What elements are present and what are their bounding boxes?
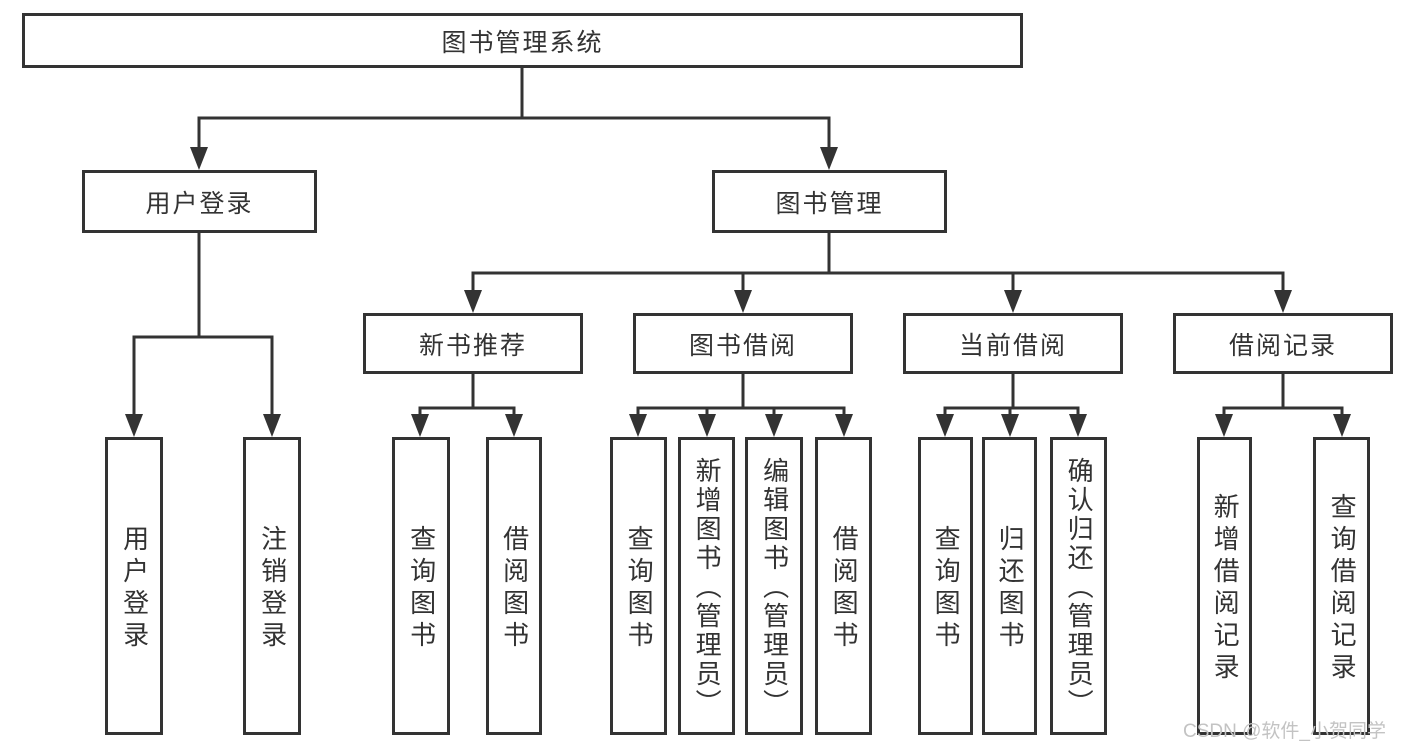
node-label: 图书借阅	[688, 331, 797, 360]
arrowhead	[125, 414, 143, 437]
node-label: 新增借阅记录	[1210, 493, 1241, 685]
node-nb-query-books: 查询图书	[392, 437, 450, 735]
node-br-query-record: 查询借阅记录	[1313, 437, 1370, 735]
node-label: 借阅图书	[829, 525, 860, 653]
arrowhead	[190, 147, 208, 170]
node-current-borrow: 当前借阅	[903, 313, 1123, 374]
arrowhead	[263, 414, 281, 437]
node-label: 确认归还（管理员）	[1064, 457, 1095, 718]
node-new-book-recommend: 新书推荐	[363, 313, 583, 374]
node-br-add-record: 新增借阅记录	[1197, 437, 1252, 735]
node-bb-add-books-admin: 新增图书（管理员）	[678, 437, 735, 735]
node-label: 借阅记录	[1228, 331, 1337, 360]
arrowhead	[835, 414, 853, 437]
node-label: 注销登录	[257, 525, 288, 653]
arrowhead	[698, 414, 716, 437]
node-logout: 注销登录	[243, 437, 301, 735]
arrowhead	[629, 414, 647, 437]
node-label: 查询借阅记录	[1327, 493, 1358, 685]
node-bb-edit-books-admin: 编辑图书（管理员）	[745, 437, 803, 735]
csdn-watermark: CSDN @软件_小贺同学	[1183, 721, 1386, 742]
edge-userlogin-to-children	[132, 231, 274, 419]
node-cb-query-books: 查询图书	[918, 437, 973, 735]
node-nb-borrow-books: 借阅图书	[486, 437, 542, 735]
arrowhead	[1001, 414, 1019, 437]
node-login: 用户登录	[105, 437, 163, 735]
node-cb-return-books: 归还图书	[982, 437, 1037, 735]
node-root: 图书管理系统	[22, 13, 1023, 68]
edge-borrowrecords-to-children	[1222, 372, 1344, 419]
edge-currentborrow-to-children	[943, 372, 1080, 419]
node-label: 新增图书（管理员）	[692, 457, 723, 718]
node-label: 图书管理系统	[441, 28, 604, 57]
arrowhead	[411, 414, 429, 437]
node-label: 当前借阅	[958, 331, 1067, 360]
edge-bookmgmt-to-level3	[471, 231, 1285, 295]
edge-root-to-level2	[197, 66, 831, 152]
node-label: 查询图书	[624, 525, 655, 653]
edge-bookborrow-to-children	[636, 372, 846, 419]
node-label: 用户登录	[119, 525, 150, 653]
node-label: 查询图书	[931, 525, 962, 653]
arrowhead	[936, 414, 954, 437]
arrowhead	[1004, 290, 1022, 313]
arrowhead	[1274, 290, 1292, 313]
node-bb-query-books: 查询图书	[610, 437, 667, 735]
node-user-login: 用户登录	[82, 170, 317, 233]
node-cb-confirm-return-admin: 确认归还（管理员）	[1050, 437, 1107, 735]
node-label: 新书推荐	[418, 331, 527, 360]
arrowhead	[820, 147, 838, 170]
arrowhead	[505, 414, 523, 437]
edge-newbooks-to-children	[418, 372, 516, 419]
node-label: 用户登录	[145, 189, 254, 218]
arrowhead	[1069, 414, 1087, 437]
arrowhead	[464, 290, 482, 313]
arrowhead	[1215, 414, 1233, 437]
arrowhead	[734, 290, 752, 313]
node-label: 归还图书	[995, 525, 1026, 653]
node-label: 编辑图书（管理员）	[759, 457, 790, 718]
node-bb-borrow-books: 借阅图书	[815, 437, 872, 735]
arrowhead	[1333, 414, 1351, 437]
node-label: 图书管理	[775, 189, 884, 218]
node-book-borrow: 图书借阅	[633, 313, 853, 374]
node-label: 借阅图书	[499, 525, 530, 653]
arrowhead	[765, 414, 783, 437]
node-label: 查询图书	[406, 525, 437, 653]
node-book-management: 图书管理	[712, 170, 947, 233]
node-borrow-records: 借阅记录	[1173, 313, 1393, 374]
